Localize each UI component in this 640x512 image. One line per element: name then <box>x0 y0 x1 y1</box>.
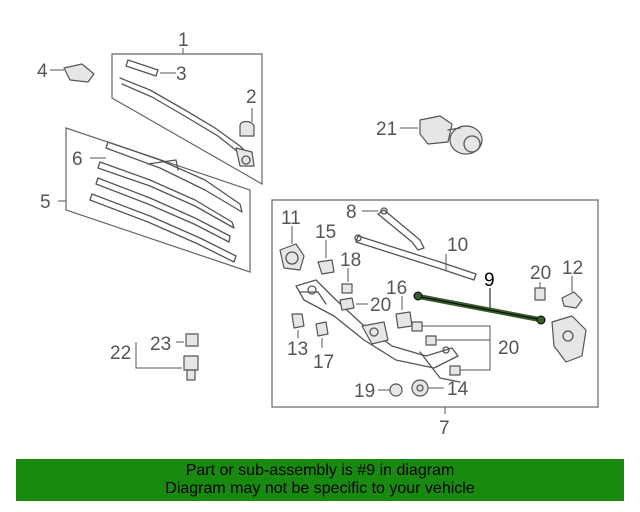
bushing-20-top <box>534 287 546 301</box>
callout-5: 5 <box>40 192 51 213</box>
grommet-19 <box>389 383 403 397</box>
callout-15: 15 <box>315 222 336 243</box>
callout-4: 4 <box>37 61 48 82</box>
grommet-14 <box>411 379 429 397</box>
callout-21: 21 <box>376 119 397 140</box>
callout-1: 1 <box>178 30 189 51</box>
bushing-15 <box>317 259 335 275</box>
callout-16: 16 <box>386 278 407 299</box>
callout-22: 22 <box>110 343 131 364</box>
fitting-22 <box>183 355 199 381</box>
callout-18: 18 <box>340 250 361 271</box>
bushing-16 <box>395 311 413 329</box>
link-rod-8 <box>377 207 425 251</box>
arm-cap <box>239 120 255 137</box>
callout-20-mid: 20 <box>370 295 391 316</box>
callout-6: 6 <box>72 149 83 170</box>
info-banner: Part or sub-assembly is #9 in diagram Di… <box>16 459 624 501</box>
wiper-motor <box>419 115 483 155</box>
right-pivot <box>551 315 587 363</box>
callout-12: 12 <box>562 258 583 279</box>
callout-13: 13 <box>287 339 308 360</box>
callout-20-right: 20 <box>498 338 519 359</box>
callout-10: 10 <box>447 235 468 256</box>
pivot-11 <box>279 243 305 271</box>
callout-9: 9 <box>484 270 495 291</box>
callout-7: 7 <box>439 418 450 439</box>
callout-3: 3 <box>176 64 187 85</box>
wiper-blades <box>89 141 243 263</box>
bushing-20-mid <box>339 297 355 311</box>
callout-20-top: 20 <box>530 263 551 284</box>
nut-17 <box>315 321 329 337</box>
callout-8: 8 <box>346 202 357 223</box>
cap-12 <box>561 291 583 309</box>
callout-23: 23 <box>150 334 171 355</box>
banner-line-2: Diagram may not be specific to your vehi… <box>165 480 475 497</box>
arm-insert <box>125 59 159 77</box>
wiper-arm-box <box>111 53 263 186</box>
linkage-box <box>271 199 599 408</box>
link-rod-10 <box>354 234 477 281</box>
callout-2: 2 <box>246 87 257 108</box>
nut-13 <box>291 313 305 329</box>
pivot-cover <box>63 63 95 83</box>
callout-11: 11 <box>281 208 301 229</box>
fitting-23 <box>185 333 199 347</box>
callout-17: 17 <box>313 352 334 373</box>
wiper-arm <box>119 77 255 167</box>
callout-19: 19 <box>354 381 375 402</box>
callout-14: 14 <box>447 379 469 400</box>
banner-line-1: Part or sub-assembly is #9 in diagram <box>185 462 455 479</box>
nut-18 <box>341 283 353 294</box>
wiper-blade-box <box>65 127 251 273</box>
link-rod-9-highlighted <box>413 291 546 325</box>
